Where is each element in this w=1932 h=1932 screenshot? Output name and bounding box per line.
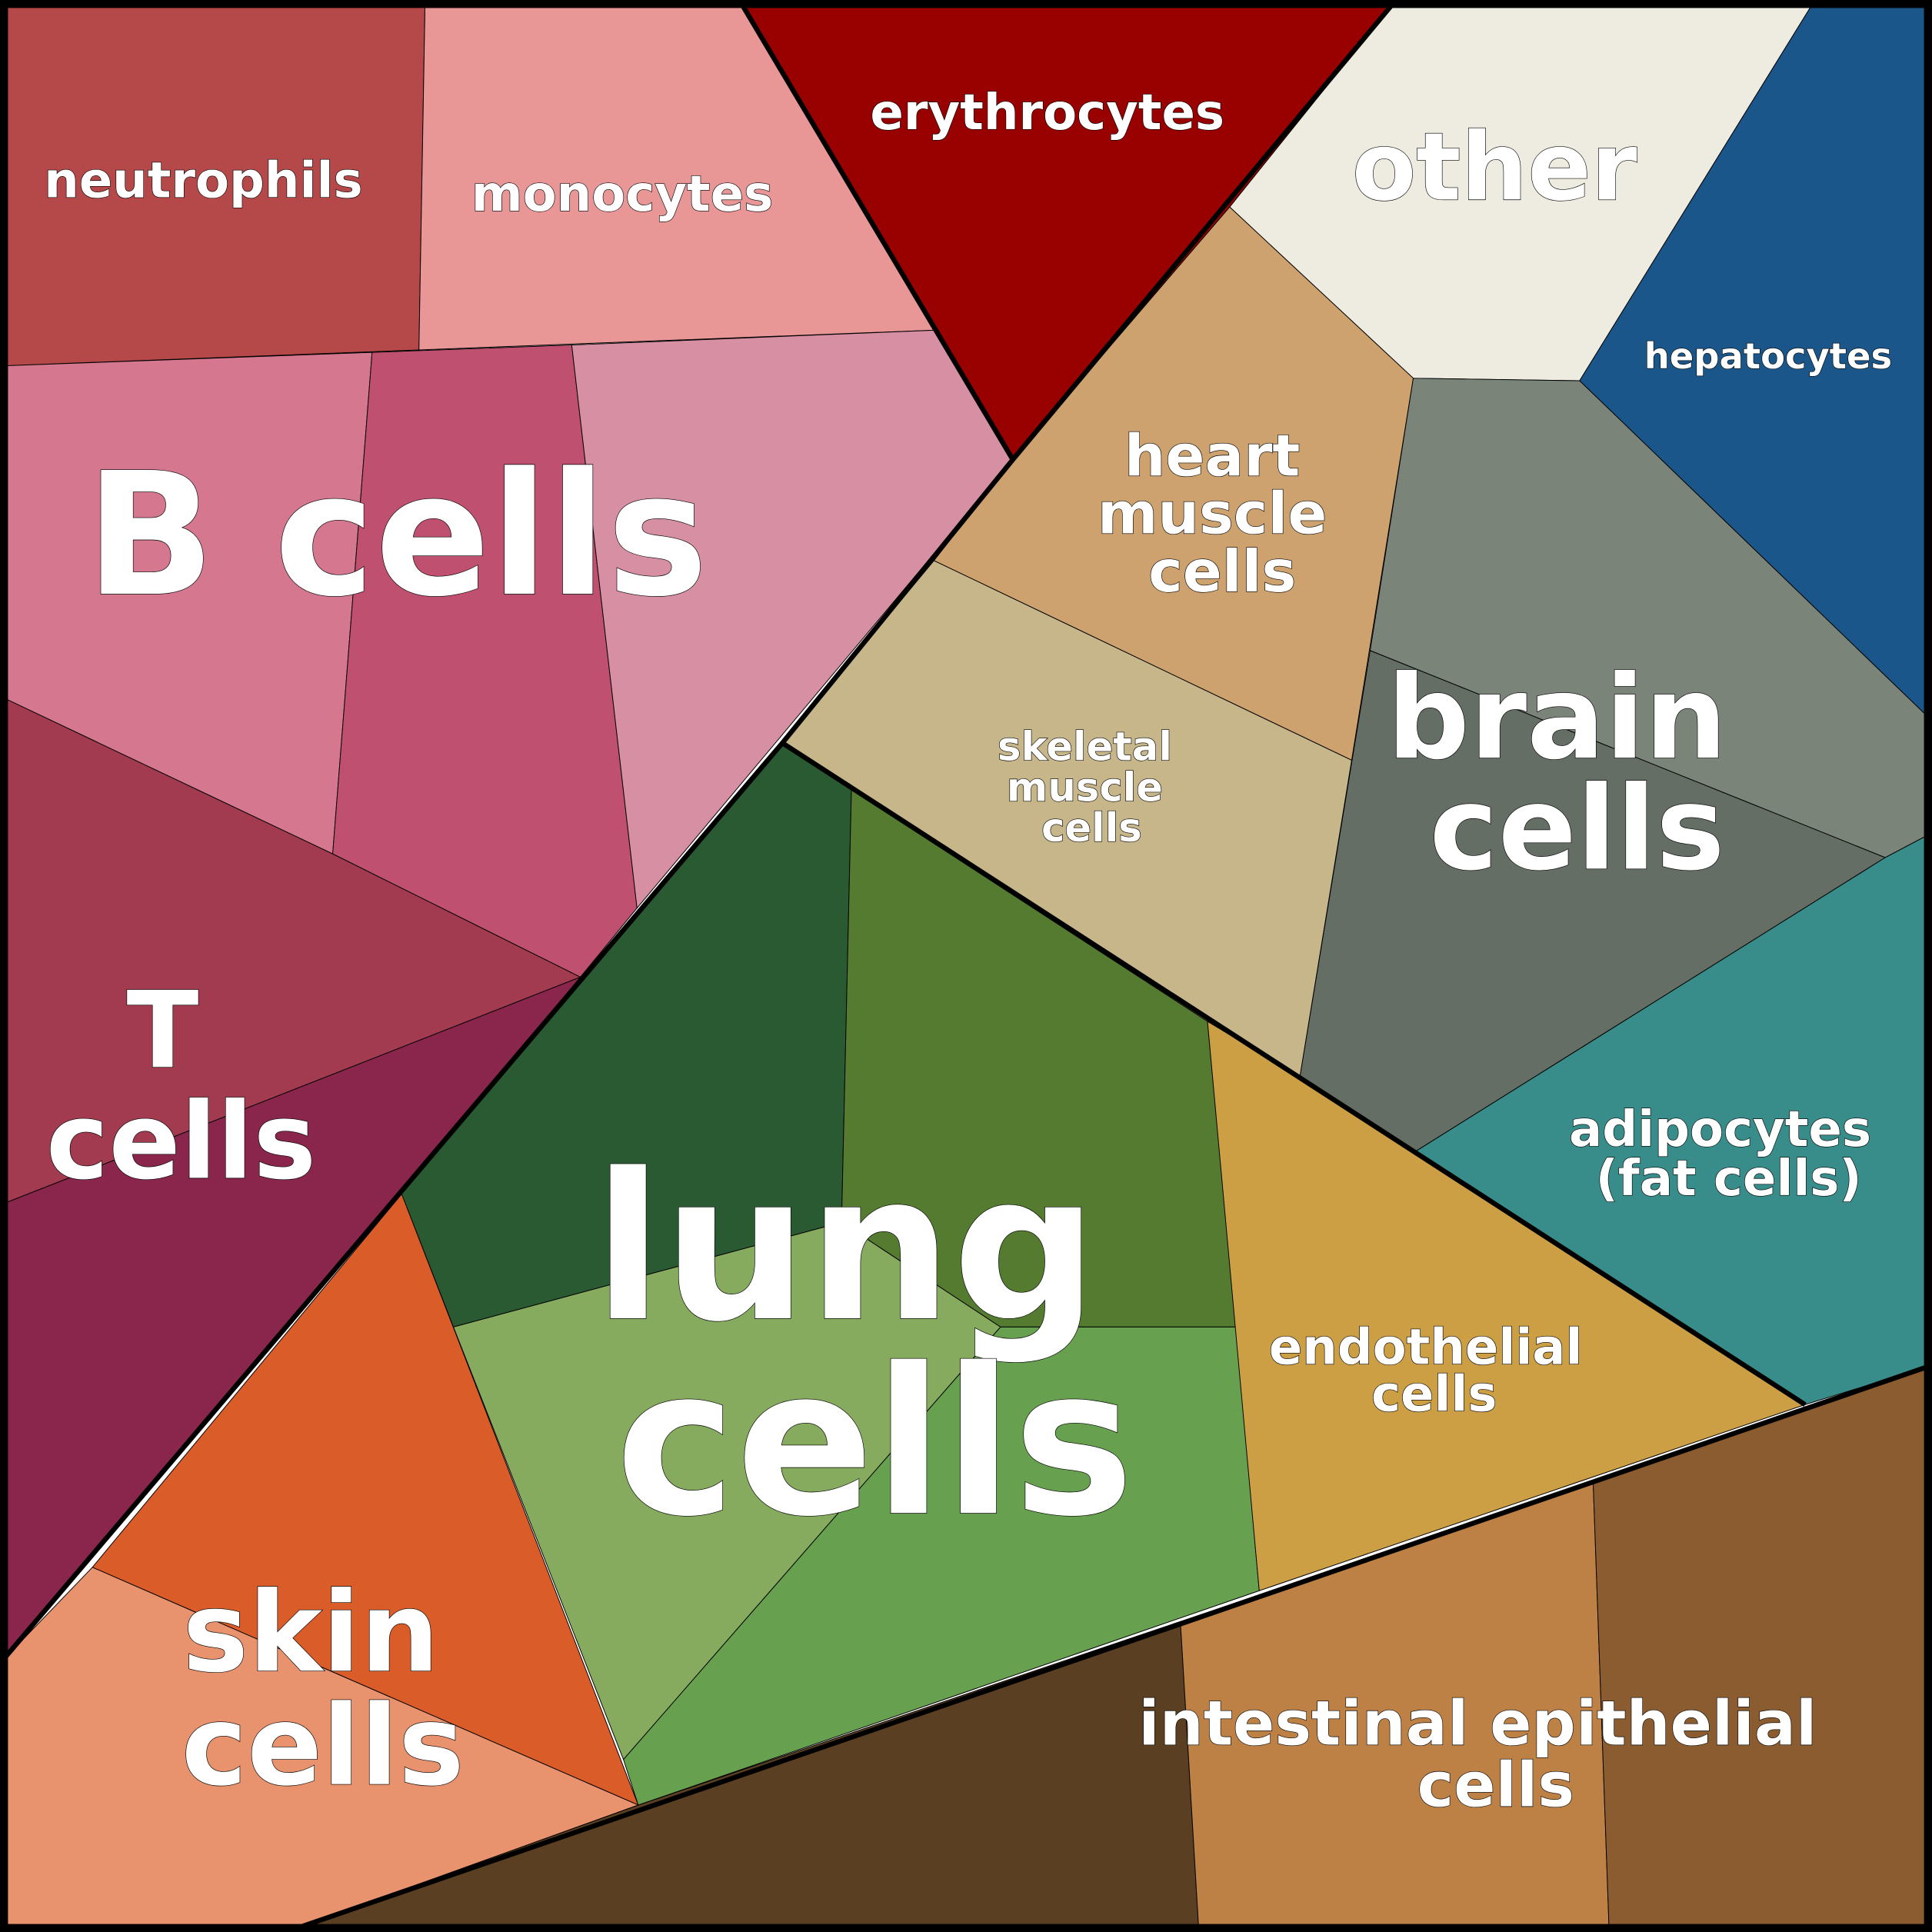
label-line: cells	[615, 1325, 1134, 1561]
border-lung-muscle	[781, 741, 1807, 1407]
label-monocytes: monocytes	[471, 166, 773, 223]
label-line: (fat cells)	[1596, 1151, 1862, 1208]
label-hepatocytes: hepatocytes	[1644, 335, 1892, 377]
border-immune-tissue	[0, 0, 1398, 1665]
region-lung-cells-4	[623, 1326, 1260, 1806]
label-brain-cells: brain cells	[1387, 650, 1767, 896]
label-line: adipocytes	[1569, 1101, 1871, 1158]
label-line: cells	[1371, 1366, 1497, 1423]
region-hepatocytes	[1579, 0, 1932, 721]
label-lung-cells: lung cells	[593, 1131, 1168, 1561]
region-b-cells-2	[332, 345, 638, 978]
label-skin-cells: skin cells	[182, 1568, 478, 1810]
label-line: lung	[593, 1131, 1098, 1367]
label-intestinal-epithelial-cells: intestinal epithelial cells	[1138, 1687, 1838, 1820]
label-line: cells	[1429, 761, 1724, 896]
label-line: cells	[1148, 538, 1296, 605]
label-other: other	[1352, 113, 1637, 222]
label-line: muscle	[1098, 480, 1327, 548]
label-adipocytes: adipocytes (fat cells)	[1569, 1101, 1888, 1208]
label-erythrocytes: erythrocytes	[870, 85, 1224, 142]
label-line: cells	[1417, 1750, 1574, 1821]
border-erythrocytes	[737, 0, 1015, 461]
label-line: skin	[182, 1568, 439, 1697]
label-line: endothelial	[1269, 1319, 1583, 1376]
labels: neutrophils monocytes erythrocytes other…	[43, 85, 1892, 1822]
label-line: cells	[182, 1682, 465, 1811]
label-skeletal-muscle-cells: skeletal muscle cells	[998, 724, 1186, 851]
label-line: skeletal	[998, 724, 1172, 770]
label-heart-muscle-cells: heart muscle cells	[1098, 421, 1347, 605]
label-line: T	[127, 969, 199, 1092]
label-endothelial-cells: endothelial cells	[1269, 1319, 1600, 1423]
label-neutrophils: neutrophils	[44, 152, 363, 209]
label-b-cells: B cells	[85, 437, 708, 635]
label-line: brain	[1387, 650, 1727, 785]
label-line: intestinal epithelial	[1138, 1687, 1817, 1759]
label-line: muscle	[1007, 764, 1163, 811]
label-t-cells: T cells	[46, 969, 317, 1203]
label-line: cells	[1041, 805, 1142, 851]
border-intestinal	[285, 1363, 1932, 1932]
label-line: heart	[1124, 421, 1301, 489]
label-line: cells	[46, 1081, 317, 1204]
